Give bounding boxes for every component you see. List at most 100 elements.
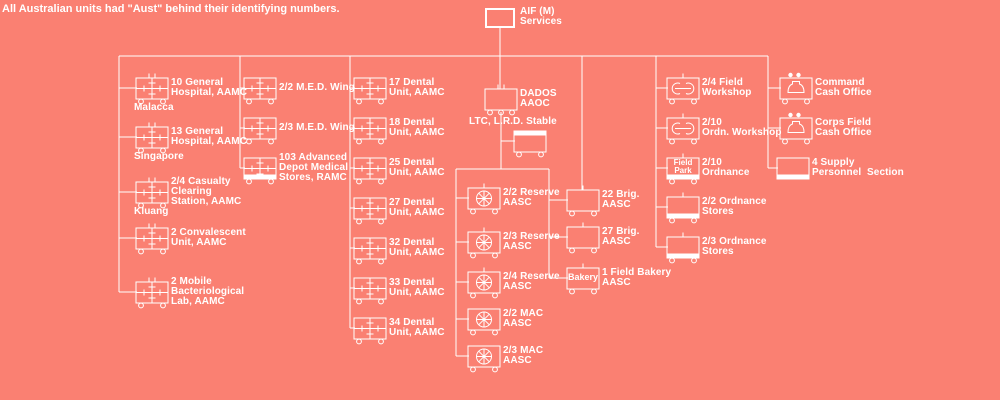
unit-4-supply-personnel-section [775, 152, 815, 186]
unit-label: 32 Dental Unit, AAMC [389, 237, 445, 258]
unit-2-2-mac-aasc [466, 303, 506, 337]
unit-label: DADOS AAOC [520, 88, 557, 109]
unit-13-general-hospital-aamc [134, 121, 174, 155]
wagon-icon [666, 192, 700, 223]
note-text: All Australian units had "Aust" behind t… [2, 3, 340, 15]
unit-command-cash-office [778, 72, 818, 106]
medical-wagon-icon [353, 77, 387, 104]
unit-label: 103 Advanced Depot Medical Stores, RAMC [279, 152, 349, 183]
unit-2-2-ordnance-stores [665, 191, 705, 225]
cash-wagon-icon [779, 112, 813, 144]
unit-label: 2/10 Ordnance [702, 157, 750, 178]
unit-dados-aaoc [483, 83, 523, 117]
unit-2-mobile-bacteriological-lab-aamc [134, 276, 174, 310]
unit-2-3-ordnance-stores [665, 231, 705, 265]
transport-wagon-icon [467, 308, 501, 335]
medical-wagon-icon [243, 117, 277, 144]
ltc-lrd-stable-label: LTC, L.R.D. Stable [469, 116, 557, 127]
unit-box-text: Field Park [673, 158, 693, 175]
medical-wagon-icon [135, 177, 169, 208]
medical-wagon-icon [243, 77, 277, 104]
unit-label: 2/3 Ordnance Stores [702, 236, 767, 257]
unit-33-dental-unit-aamc [352, 272, 392, 306]
unit-label: 17 Dental Unit, AAMC [389, 77, 445, 98]
unit-27-brig-aasc [565, 221, 605, 255]
unit-27-dental-unit-aamc [352, 192, 392, 226]
unit-2-3-reserve-aasc [466, 226, 506, 260]
workshop-wagon-icon [666, 113, 700, 144]
wagon-icon [566, 263, 600, 294]
unit-label: 2/2 Reserve AASC [503, 187, 560, 208]
unit-18-dental-unit-aamc [352, 112, 392, 146]
transport-wagon-icon [467, 345, 501, 372]
unit-2-3-med-wing [242, 112, 282, 146]
cash-wagon-icon [779, 72, 813, 104]
unit-label: 2/3 M.E.D. Wing [279, 122, 355, 133]
unit-2-3-mac-aasc [466, 340, 506, 374]
unit-label: Corps Field Cash Office [815, 117, 872, 138]
unit-label: 2 Convalescent Unit, AAMC [171, 227, 246, 248]
unit-label: 1 Field Bakery AASC [602, 267, 672, 288]
unit-label: 2/3 MAC AASC [503, 345, 544, 366]
unit-label: 4 Supply Personnel Section [812, 157, 904, 178]
unit-2-4-reserve-aasc [466, 266, 506, 300]
medical-wagon-icon [135, 223, 169, 254]
unit-corps-field-cash-office [778, 112, 818, 146]
root-unit-box [485, 8, 515, 28]
medical-wagon-icon [353, 317, 387, 344]
transport-wagon-icon [467, 183, 501, 214]
medical-wagon-icon [353, 117, 387, 144]
medical-wagon-icon [353, 277, 387, 304]
wagon-icon [566, 222, 600, 253]
unit-label: 2/2 MAC AASC [503, 308, 544, 329]
medical-wagon-icon [353, 237, 387, 264]
transport-wagon-icon [467, 227, 501, 258]
unit-32-dental-unit-aamc [352, 232, 392, 266]
medical-wagon-icon [135, 277, 169, 308]
unit-17-dental-unit-aamc [352, 72, 392, 106]
unit-label: 25 Dental Unit, AAMC [389, 157, 445, 178]
unit-2-10-ordnance-field-park [665, 152, 705, 186]
unit-label: 2/4 Reserve AASC [503, 271, 560, 292]
root-unit-label: AIF (M) Services [520, 6, 562, 27]
transport-wagon-icon [467, 267, 501, 298]
medical-wagon-icon [353, 157, 387, 184]
wagon-icon [513, 130, 547, 158]
unit-label: 2 Mobile Bacteriological Lab, AAMC [171, 276, 245, 307]
unit-label: 13 General Hospital, AAMC [171, 126, 248, 147]
unit-stable-wagon [512, 125, 552, 159]
unit-label: 27 Brig. AASC [602, 226, 640, 247]
medical-wagon-icon [135, 73, 169, 104]
unit-1-field-bakery-aasc [565, 262, 605, 296]
unit-label: 2/4 Casualty Clearing Station, AAMC [171, 176, 242, 207]
wagon-icon [484, 84, 518, 115]
unit-2-4-casualty-clearing-station-aamc [134, 176, 174, 210]
medical-wagon-icon [243, 157, 277, 184]
unit-location: Singapore [134, 150, 184, 162]
medical-wagon-icon [135, 122, 169, 153]
unit-10-general-hospital-aamc [134, 72, 174, 106]
unit-label: 2/2 Ordnance Stores [702, 196, 767, 217]
workshop-wagon-icon [666, 73, 700, 104]
unit-22-brig-aasc [565, 184, 605, 218]
unit-label: 2/2 M.E.D. Wing [279, 82, 355, 93]
unit-2-10-ordn-workshop [665, 112, 705, 146]
unit-25-dental-unit-aamc [352, 152, 392, 186]
wagon-icon [776, 157, 810, 179]
unit-label: 2/4 Field Workshop [702, 77, 752, 98]
unit-box-text: Bakery [568, 271, 599, 282]
unit-label: 34 Dental Unit, AAMC [389, 317, 445, 338]
unit-label: 2/3 Reserve AASC [503, 231, 560, 252]
unit-label: Command Cash Office [815, 77, 872, 98]
unit-34-dental-unit-aamc [352, 312, 392, 346]
unit-label: 18 Dental Unit, AAMC [389, 117, 445, 138]
unit-2-2-reserve-aasc [466, 182, 506, 216]
unit-location: Kluang [134, 205, 169, 217]
unit-2-2-med-wing [242, 72, 282, 106]
unit-label: 33 Dental Unit, AAMC [389, 277, 445, 298]
unit-2-convalescent-unit-aamc [134, 222, 174, 256]
wagon-icon [666, 153, 700, 184]
unit-103-advanced-depot-medical-stores-ramc [242, 152, 282, 186]
unit-2-4-field-workshop [665, 72, 705, 106]
